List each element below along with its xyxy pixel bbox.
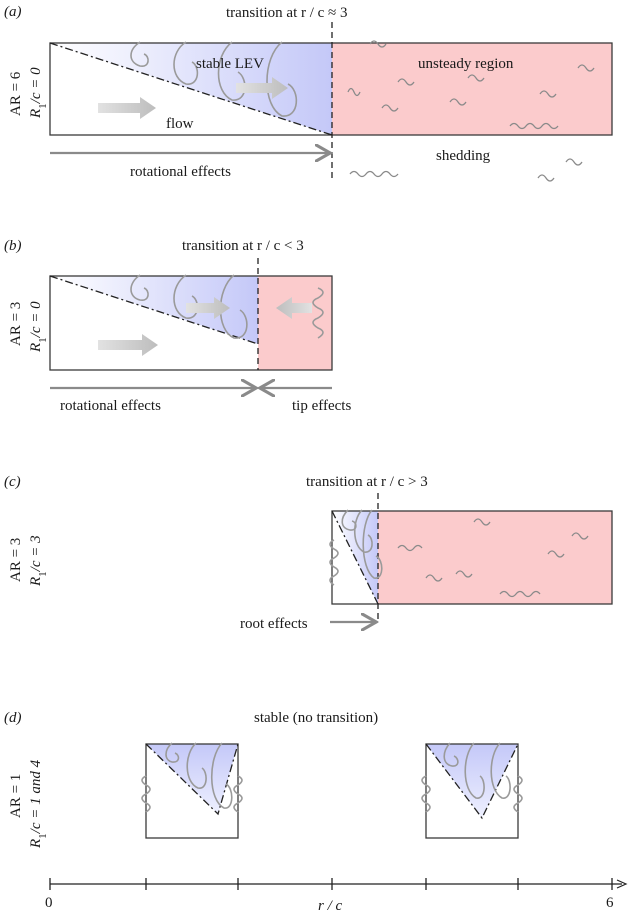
panel-d-right-stable-lev [426,744,518,818]
axis-tick-label-end: 6 [606,895,614,911]
panel-b-wing-outline [49,275,333,371]
panel-a-unsteady-label: unsteady region [418,56,514,72]
panel-a-lev-boundary [49,42,333,136]
panel-d-left-stable-lev [146,744,238,814]
panel-a-transition-label: transition at r / c ≈ 3 [226,5,348,21]
panel-c-unsteady-squiggles [397,518,589,598]
panel-d-left-swirls [141,742,243,813]
panel-b-flow-arrow [98,334,158,356]
panel-c-letter: (c) [4,474,21,490]
panel-b-letter: (b) [4,238,22,254]
panel-a-spanwise-arrow [236,77,288,99]
panel-b-tip-region [258,276,332,370]
panel-a-unsteady-squiggles [347,40,595,182]
panel-b-effects-right: tip effects [292,398,351,414]
panel-d-left-wing [145,743,239,839]
panel-c-transition-label: transition at r / c > 3 [306,474,428,490]
panel-c-param-r: R1/c = 3 [28,535,49,587]
panel-c-vortex-swirls [329,509,383,586]
panel-c-unsteady-region [378,511,612,604]
panel-b-tip-inflow-arrow [276,297,312,319]
panel-d-right-swirls [421,742,523,813]
panel-b-param-ar: AR = 3 [8,302,24,346]
panel-d-param-r: R1/c = 1 and 4 [28,759,49,849]
panel-d-param-ar: AR = 1 [8,774,24,818]
panel-c-effects-label: root effects [240,616,308,632]
panel-a-letter: (a) [4,4,22,20]
panel-b-lev-boundary [49,275,259,345]
panel-b: (b) transition at r / c < 3 rotational e… [4,238,351,414]
panel-d-right-wing [425,743,519,839]
panel-a-flow-arrow [98,97,156,119]
panel-c-lev-boundary [331,510,379,605]
axis-label: r / c [318,898,343,914]
panel-b-param-r: R1/c = 0 [28,301,49,353]
panel-a: (a) transition at r / c ≈ 3 stable LEV u… [4,4,613,182]
panel-a-flow-label: flow [166,116,194,132]
axis-arrowhead [616,879,628,889]
panel-c: (c) transition at r / c > 3 root effects… [4,474,613,632]
panel-a-vortex-swirls [130,41,298,117]
r-c-axis: 0 6 r / c [45,878,628,914]
panel-a-param-ar: AR = 6 [8,71,24,116]
panel-a-stable-label: stable LEV [196,56,264,72]
panel-c-param-ar: AR = 3 [8,538,24,582]
panel-a-shedding-label: shedding [436,148,491,164]
panel-b-spanwise-arrow [186,297,230,319]
panel-d-right-lev-boundary [425,743,519,820]
panel-a-effects-label: rotational effects [130,164,231,180]
panel-d-title: stable (no transition) [254,710,378,726]
panel-d-left-lev-boundary [145,743,239,816]
panel-d: (d) stable (no transition) AR = 1 R1/c =… [4,710,523,849]
panel-d-letter: (d) [4,710,22,726]
panel-c-wing-outline [331,510,613,605]
axis-tick-label-start: 0 [45,895,53,911]
panel-a-unsteady-region [332,43,612,135]
panel-b-vortex-swirls [130,274,324,339]
panel-a-param-r: R1/c = 0 [28,67,49,119]
panel-b-transition-label: transition at r / c < 3 [182,238,304,254]
panel-b-effects-left: rotational effects [60,398,161,414]
